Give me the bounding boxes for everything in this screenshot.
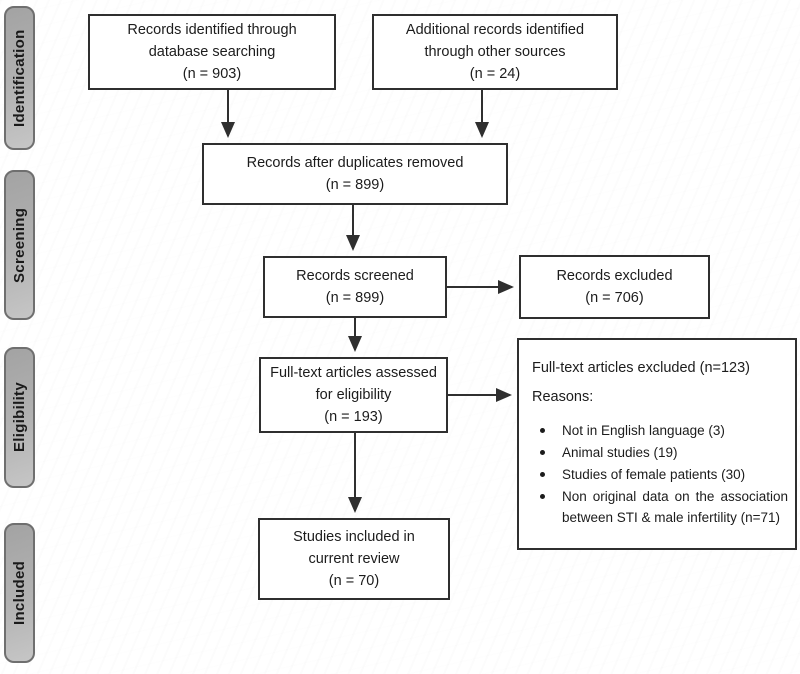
exclusion-reason-item: Non original data on the association bet… (532, 486, 788, 528)
exclusion-reason-item: Animal studies (19) (532, 442, 788, 463)
box-records-screened: Records screened (n = 899) (263, 256, 447, 318)
exclusion-reason-item: Studies of female patients (30) (532, 464, 788, 485)
box-records-after-duplicates-removed: Records after duplicates removed (n = 89… (202, 143, 508, 205)
exclusion-reasons-label: Reasons: (532, 389, 594, 405)
box-studies-included: Studies included in current review (n = … (258, 518, 450, 600)
phase-label-identification: Identification (4, 6, 35, 150)
box-records-excluded: Records excluded (n = 706) (519, 255, 710, 319)
box-fulltext-articles-assessed: Full-text articles assessed for eligibil… (259, 357, 448, 433)
box-records-identified-database: Records identified through database sear… (88, 14, 336, 90)
phase-label-screening: Screening (4, 170, 35, 320)
exclusion-reason-list: Not in English language (3) Animal studi… (532, 420, 788, 528)
phase-label-eligibility: Eligibility (4, 347, 35, 488)
box-fulltext-articles-excluded: Full-text articles excluded (n=123) Reas… (517, 338, 797, 550)
phase-label-included: Included (4, 523, 35, 663)
exclusion-title: Full-text articles excluded (n=123) (532, 360, 751, 376)
exclusion-reason-item: Not in English language (3) (532, 420, 788, 441)
box-additional-records-other-sources: Additional records identified through ot… (372, 14, 618, 90)
